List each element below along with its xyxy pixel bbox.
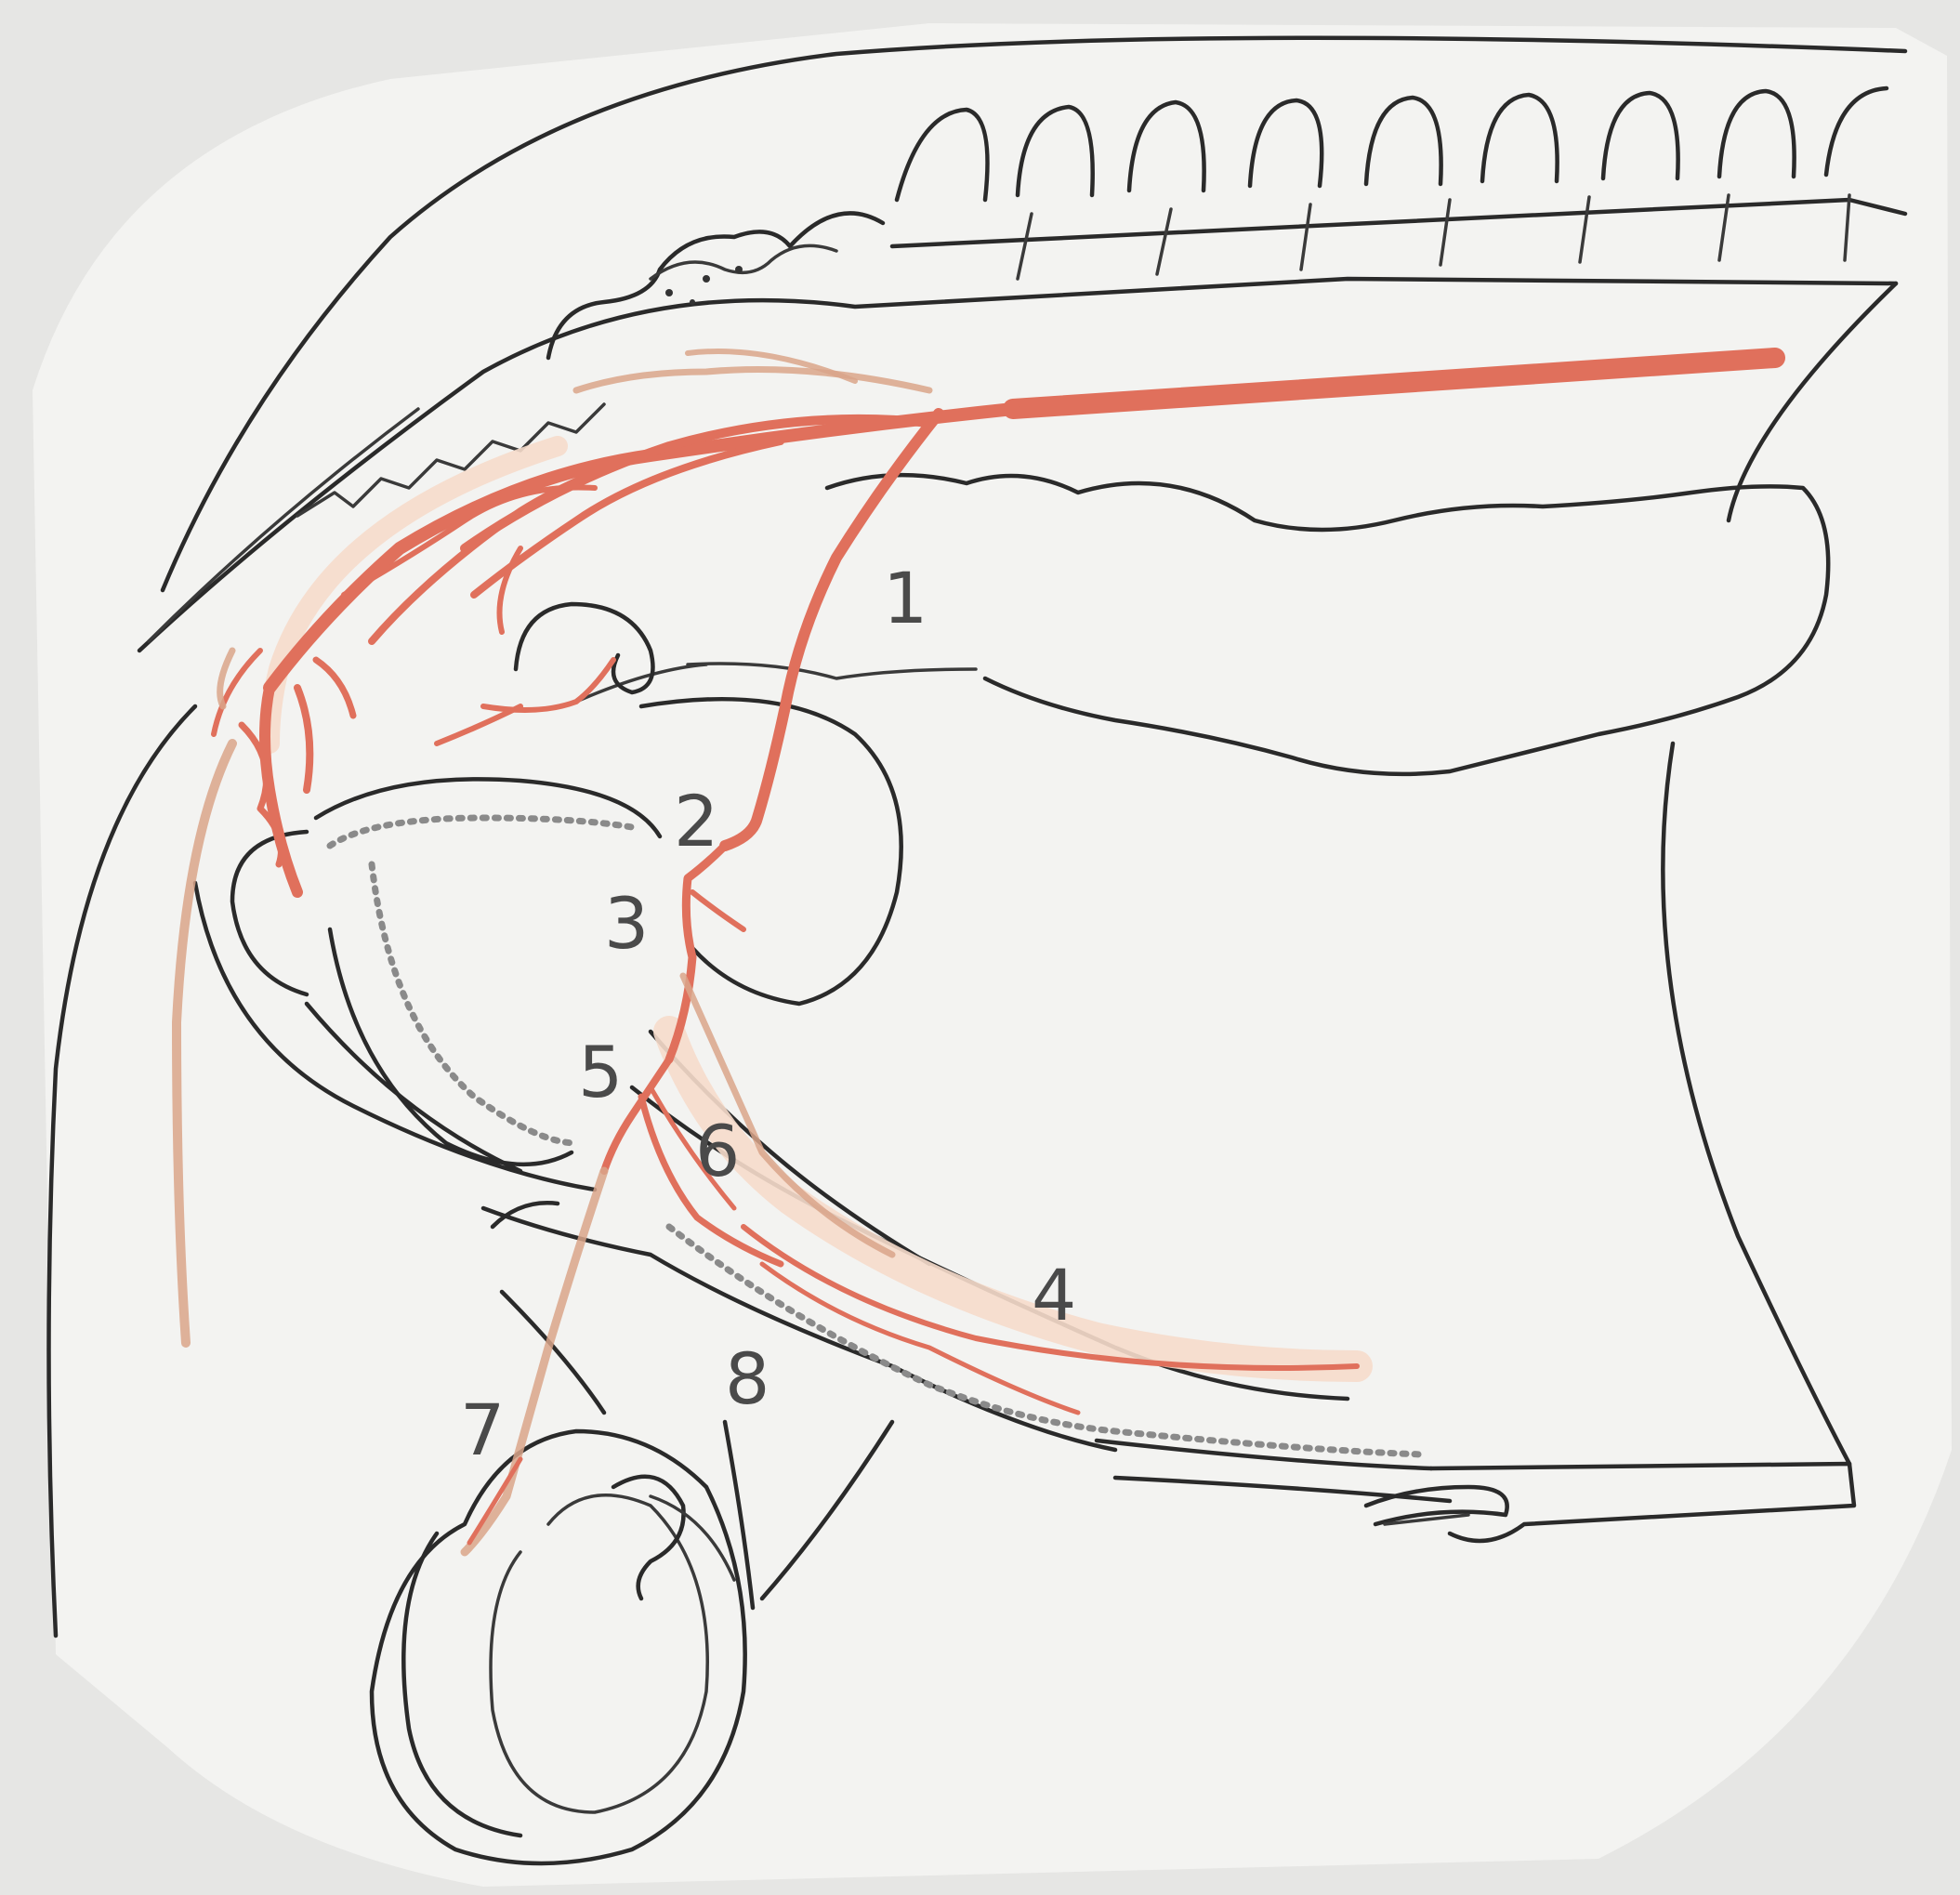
label-8: 8 — [725, 1337, 770, 1420]
label-2: 2 — [674, 780, 718, 862]
label-1: 1 — [883, 557, 927, 639]
label-7: 7 — [460, 1388, 505, 1471]
label-6: 6 — [695, 1110, 740, 1192]
label-3: 3 — [604, 882, 649, 965]
label-5: 5 — [578, 1031, 623, 1113]
label-4: 4 — [1032, 1254, 1076, 1336]
paper-sheet — [33, 23, 1952, 1887]
